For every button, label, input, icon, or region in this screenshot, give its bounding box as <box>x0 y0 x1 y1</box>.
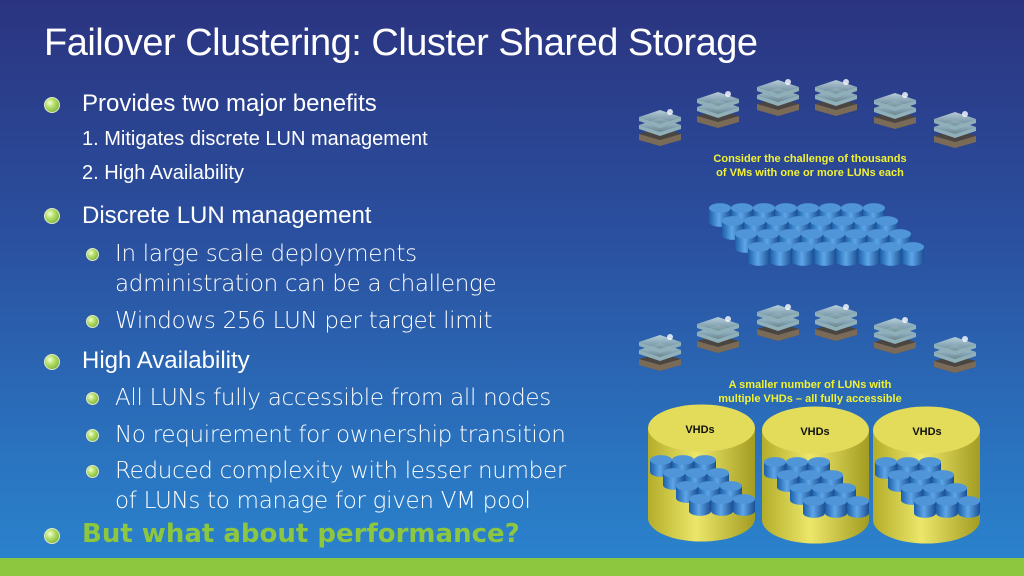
caption-top: Consider the challenge of thousands of V… <box>680 152 940 180</box>
lun-disk-icon <box>858 242 880 266</box>
sub-bullet-icon <box>86 248 99 261</box>
lun-disk-icon <box>902 242 924 266</box>
server-icon <box>697 91 739 128</box>
vhd-disk-icon <box>936 496 958 518</box>
bullet-high-availability: High Availability <box>82 347 250 374</box>
slide-title: Failover Clustering: Cluster Shared Stor… <box>44 22 758 64</box>
vhd-label: VHDs <box>912 426 942 438</box>
discrete-1b: administration can be a challenge <box>115 271 497 297</box>
vhd-disk-icon <box>689 494 711 516</box>
vhd-disk-icon <box>958 496 980 518</box>
server-icon <box>639 109 681 146</box>
caption-bottom-line2: multiple VHDs – all fully accessible <box>718 393 902 405</box>
lun-disk-icon <box>770 242 792 266</box>
vhd-label: VHDs <box>800 426 830 438</box>
server-icon <box>874 317 916 354</box>
caption-bottom-line1: A smaller number of LUNs with <box>728 379 892 391</box>
server-icon <box>697 316 739 353</box>
lun-disk-icon <box>814 242 836 266</box>
server-icon <box>815 304 857 341</box>
discrete-1a: In large scale deployments <box>115 241 417 267</box>
vhd-disk-icon <box>803 496 825 518</box>
ha-3a: Reduced complexity with lesser number <box>115 458 566 484</box>
footer-bar <box>0 558 1024 576</box>
sub-bullet-icon <box>86 392 99 405</box>
bullet-icon <box>44 354 60 370</box>
benefit-2: 2. High Availability <box>82 162 244 184</box>
benefit-1: 1. Mitigates discrete LUN management <box>82 128 428 150</box>
bullet-icon <box>44 528 60 544</box>
server-icon <box>874 92 916 129</box>
caption-top-line1: Consider the challenge of thousands <box>713 153 907 165</box>
vhd-disk-icon <box>847 496 869 518</box>
server-icon <box>639 334 681 371</box>
ha-1: All LUNs fully accessible from all nodes <box>115 385 551 411</box>
server-icon <box>757 79 799 116</box>
ha-2: No requirement for ownership transition <box>115 422 566 448</box>
bullet-icon <box>44 208 60 224</box>
server-icon <box>934 336 976 373</box>
discrete-2: Windows 256 LUN per target limit <box>115 308 493 334</box>
ha-3b: of LUNs to manage for given VM pool <box>115 488 531 514</box>
caption-top-line2: of VMs with one or more LUNs each <box>716 167 904 179</box>
sub-bullet-icon <box>86 315 99 328</box>
caption-bottom: A smaller number of LUNs with multiple V… <box>680 378 940 406</box>
vhd-disk-icon <box>914 496 936 518</box>
vhd-disk-icon <box>711 494 733 516</box>
vhd-disk-icon <box>825 496 847 518</box>
lun-disk-icon <box>880 242 902 266</box>
sub-bullet-icon <box>86 429 99 442</box>
server-icon <box>815 79 857 116</box>
server-icon <box>757 304 799 341</box>
bullet-icon <box>44 97 60 113</box>
lun-disk-icon <box>748 242 770 266</box>
server-icon <box>934 111 976 148</box>
bullet-discrete-lun: Discrete LUN management <box>82 202 372 229</box>
lun-disk-icon <box>836 242 858 266</box>
performance-question: But what about performance? <box>82 519 520 549</box>
bullet-benefits: Provides two major benefits <box>82 90 377 117</box>
vhd-disk-icon <box>733 494 755 516</box>
vhd-label: VHDs <box>685 424 715 436</box>
sub-bullet-icon <box>86 465 99 478</box>
lun-disk-icon <box>792 242 814 266</box>
vhd-disk-icon <box>663 468 685 490</box>
